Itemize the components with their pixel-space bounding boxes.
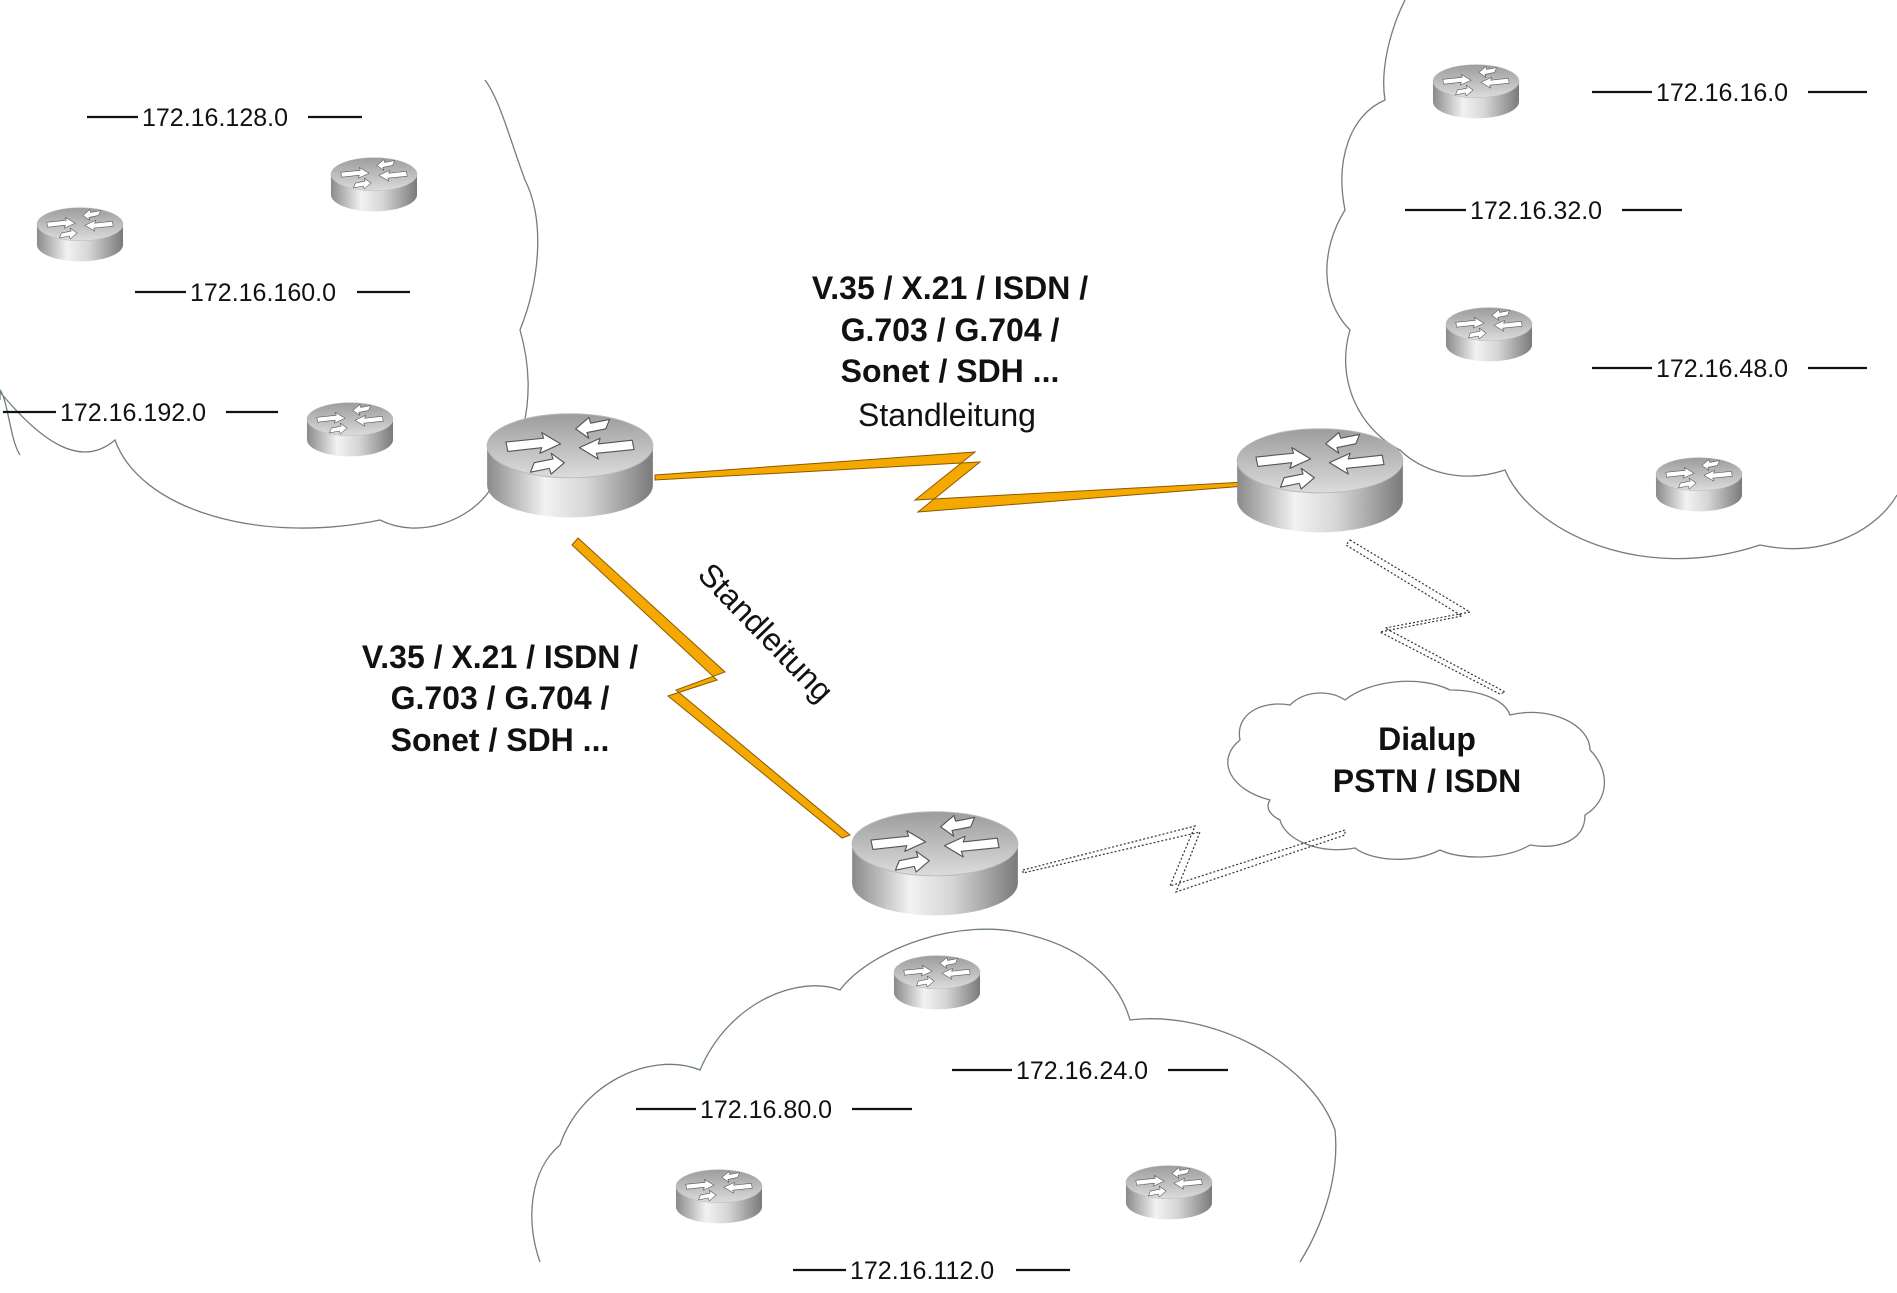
leased-line-top — [654, 451, 1246, 513]
dialup-line-right — [1345, 539, 1507, 695]
network-label: 172.16.160.0 — [190, 279, 336, 307]
link-protocols-line: V.35 / X.21 / ISDN / — [362, 639, 638, 675]
network-label: 172.16.192.0 — [60, 399, 206, 427]
network-label: 172.16.80.0 — [700, 1096, 832, 1124]
cloud-right-network — [1326, 0, 1897, 560]
link-type-label: Standleitung — [691, 556, 840, 709]
leased-line-left — [571, 537, 851, 839]
router-icon[interactable] — [306, 402, 394, 457]
network-label: 172.16.32.0 — [1470, 197, 1602, 225]
network-label: 172.16.112.0 — [850, 1257, 994, 1285]
router-icon[interactable] — [1655, 457, 1743, 512]
router-icon[interactable] — [675, 1169, 763, 1224]
router-icon[interactable] — [1445, 307, 1533, 362]
link-protocols-line: Sonet / SDH ... — [841, 353, 1060, 389]
dialup-label: PSTN / ISDN — [1333, 763, 1521, 799]
link-protocols-line: V.35 / X.21 / ISDN / — [812, 270, 1088, 306]
router-icon[interactable] — [893, 955, 981, 1010]
router-icon-right-core[interactable] — [1236, 428, 1404, 533]
network-label: 172.16.48.0 — [1656, 355, 1788, 383]
dialup-label: Dialup — [1378, 721, 1476, 757]
network-label: 172.16.128.0 — [142, 104, 288, 132]
router-icon-left-core[interactable] — [486, 413, 654, 518]
router-icon[interactable] — [330, 157, 418, 212]
router-icon[interactable] — [1432, 64, 1520, 119]
router-icon-bottom-core[interactable] — [851, 811, 1019, 916]
link-protocols-line: Sonet / SDH ... — [391, 722, 610, 758]
link-type-label: Standleitung — [858, 397, 1036, 433]
router-icon[interactable] — [1125, 1165, 1213, 1220]
router-icon[interactable] — [36, 207, 124, 262]
network-label: 172.16.24.0 — [1016, 1057, 1148, 1085]
link-protocols-line: G.703 / G.704 / — [841, 312, 1060, 348]
network-label: 172.16.16.0 — [1656, 79, 1788, 107]
link-protocols-line: G.703 / G.704 / — [391, 680, 610, 716]
cloud-dialup — [1227, 680, 1606, 860]
